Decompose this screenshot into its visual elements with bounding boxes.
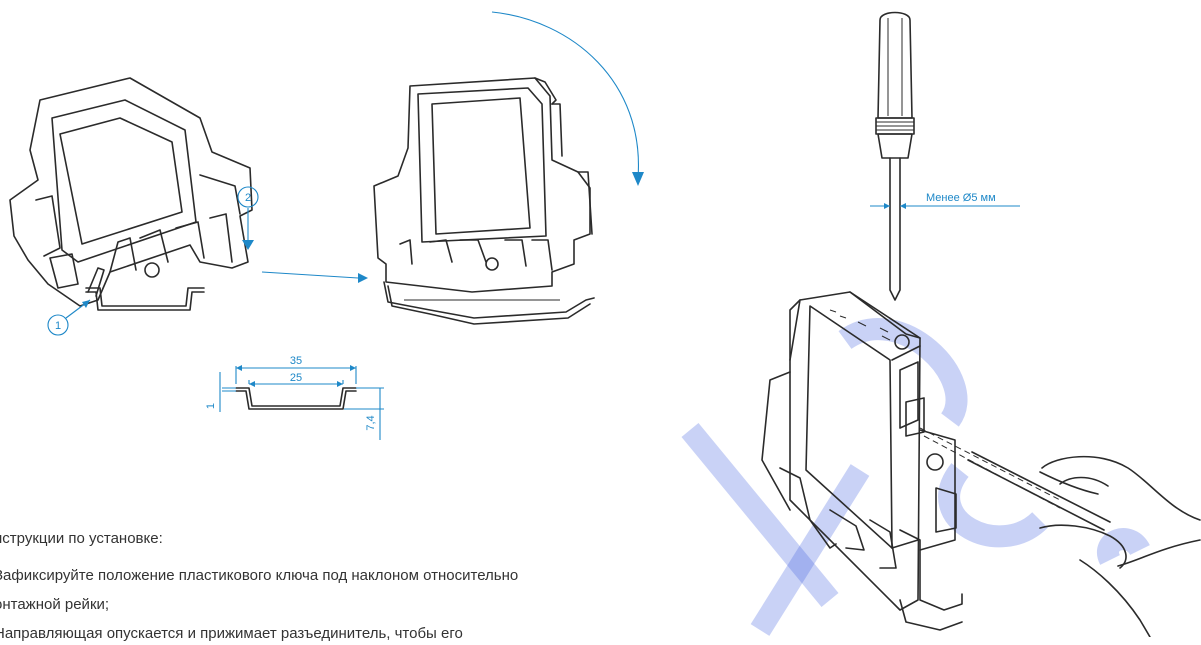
callout-1-label: 1	[55, 320, 61, 332]
module-tilted	[9, 77, 253, 307]
watermark	[681, 318, 1150, 636]
din-rail-1	[85, 287, 205, 311]
dim-rail-thickness-1: 1	[205, 403, 217, 409]
screwdriver-dimension: Менее Ø5 мм	[870, 192, 1020, 209]
module-release	[761, 291, 963, 631]
instructions-heading: нструкции по установке:	[0, 530, 163, 547]
instruction-line-3: Направляющая опускается и прижимает разъ…	[0, 625, 463, 642]
dim-rail-inner-25: 25	[290, 372, 302, 384]
callout-step-1: 1	[47, 299, 91, 336]
instruction-line-2: онтажной рейки;	[0, 596, 110, 613]
dim-rail-width-35: 35	[290, 355, 302, 367]
release-tool	[919, 427, 1111, 531]
din-rail-2	[383, 281, 595, 325]
callout-step-2: 2	[237, 186, 259, 250]
callout-2-label: 2	[245, 192, 251, 204]
din-rail-section: 35 25 1 7,4	[205, 355, 384, 440]
rotation-arrow	[491, 11, 644, 186]
screwdriver	[875, 11, 915, 301]
dim-rail-height-7-4: 7,4	[365, 415, 377, 430]
instruction-line-1: Зафиксируйте положение пластикового ключ…	[0, 567, 519, 584]
transition-arrow	[261, 271, 368, 283]
module-mounted	[373, 77, 593, 293]
screwdriver-max-diameter: Менее Ø5 мм	[926, 192, 996, 204]
hand-illustration	[1039, 455, 1201, 637]
